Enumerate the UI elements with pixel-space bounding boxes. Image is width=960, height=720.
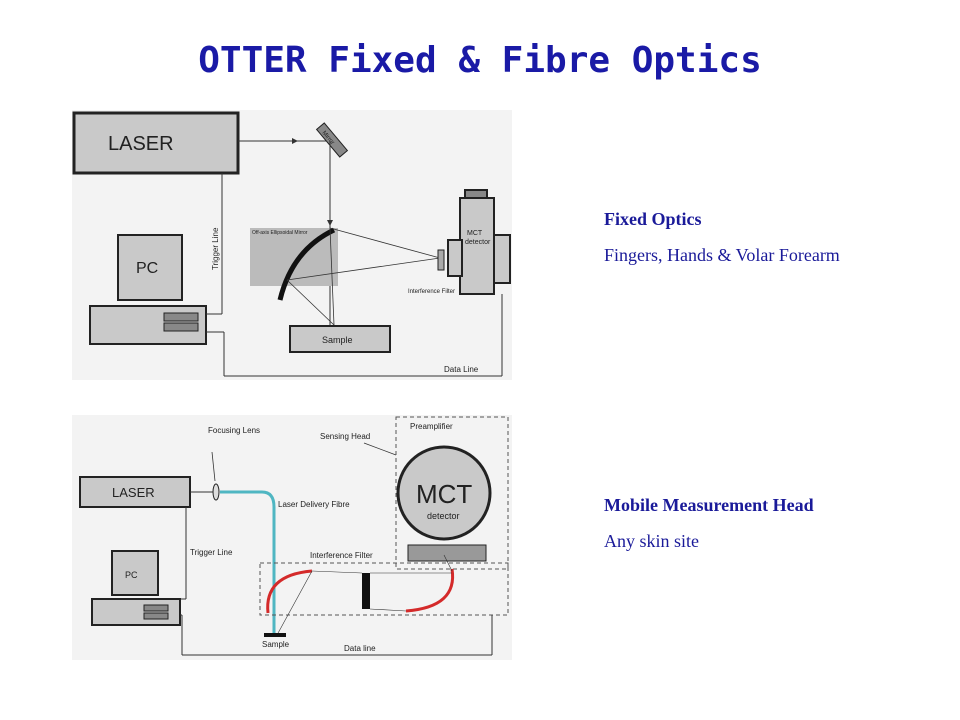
mobile-head-diagram: LASER Focusing Lens Laser Delivery Fibre… xyxy=(72,415,512,660)
mct-label: MCT xyxy=(467,230,483,237)
sample xyxy=(289,325,391,353)
fixed-optics-heading: Fixed Optics xyxy=(604,209,702,229)
detector-label: detector xyxy=(465,239,491,246)
ellipsoidal-label: Off-axis Ellipsoidal Mirror xyxy=(252,230,308,236)
filter-label-2: Interference Filter xyxy=(310,551,373,560)
interference-filter xyxy=(437,249,445,271)
filter-label: Interference Filter xyxy=(408,289,455,295)
interference-filter-2 xyxy=(362,573,370,609)
delivery-fibre xyxy=(220,490,276,635)
pc-label: PC xyxy=(136,260,158,277)
fixed-optics-diagram: LASER Mirror PC Trigger Line Off-axis El… xyxy=(72,110,512,380)
laser-label-2: LASER xyxy=(112,485,155,500)
red-mirror-right xyxy=(405,568,455,613)
mobile-head-text: Any skin site xyxy=(604,531,700,551)
trigger-line-label-2: Trigger Line xyxy=(190,548,233,557)
trigger-line-label: Trigger Line xyxy=(211,227,220,270)
flat-mirror: Mirror xyxy=(315,122,349,158)
sample-label: Sample xyxy=(322,335,353,345)
ellipsoidal-mirror xyxy=(277,227,336,301)
pc-base-2 xyxy=(91,598,181,626)
mct-detector xyxy=(459,197,495,295)
fixed-optics-text: Fingers, Hands & Volar Forearm xyxy=(604,245,840,265)
data-line-label-2: Data line xyxy=(344,644,376,653)
mct-label-2: MCT xyxy=(416,479,472,509)
mct-detector-2 xyxy=(396,445,492,541)
page-title: OTTER Fixed & Fibre Optics xyxy=(198,40,762,81)
detector-label-2: detector xyxy=(427,511,460,521)
pc-monitor-2 xyxy=(111,550,159,596)
sample-2 xyxy=(264,633,286,637)
fibre-label: Laser Delivery Fibre xyxy=(278,500,350,509)
sample-label-2: Sample xyxy=(262,640,290,649)
focusing-lens-label: Focusing Lens xyxy=(208,426,260,435)
data-line-label: Data Line xyxy=(444,365,479,374)
red-mirror-left xyxy=(266,569,313,614)
mobile-head-heading: Mobile Measurement Head xyxy=(604,495,814,515)
laser-label: LASER xyxy=(108,133,174,155)
mobile-head-caption: Mobile Measurement Head Any skin site xyxy=(604,492,814,554)
pc-monitor xyxy=(117,234,183,301)
sensing-head-label: Sensing Head xyxy=(320,432,370,441)
mirror-label: Mirror xyxy=(320,130,335,146)
laser-unit xyxy=(72,111,240,175)
focusing-lens xyxy=(212,483,220,501)
preamp-label: Preamplifier xyxy=(410,422,453,431)
pc-label-2: PC xyxy=(125,570,138,580)
fixed-optics-caption: Fixed Optics Fingers, Hands & Volar Fore… xyxy=(604,206,840,268)
